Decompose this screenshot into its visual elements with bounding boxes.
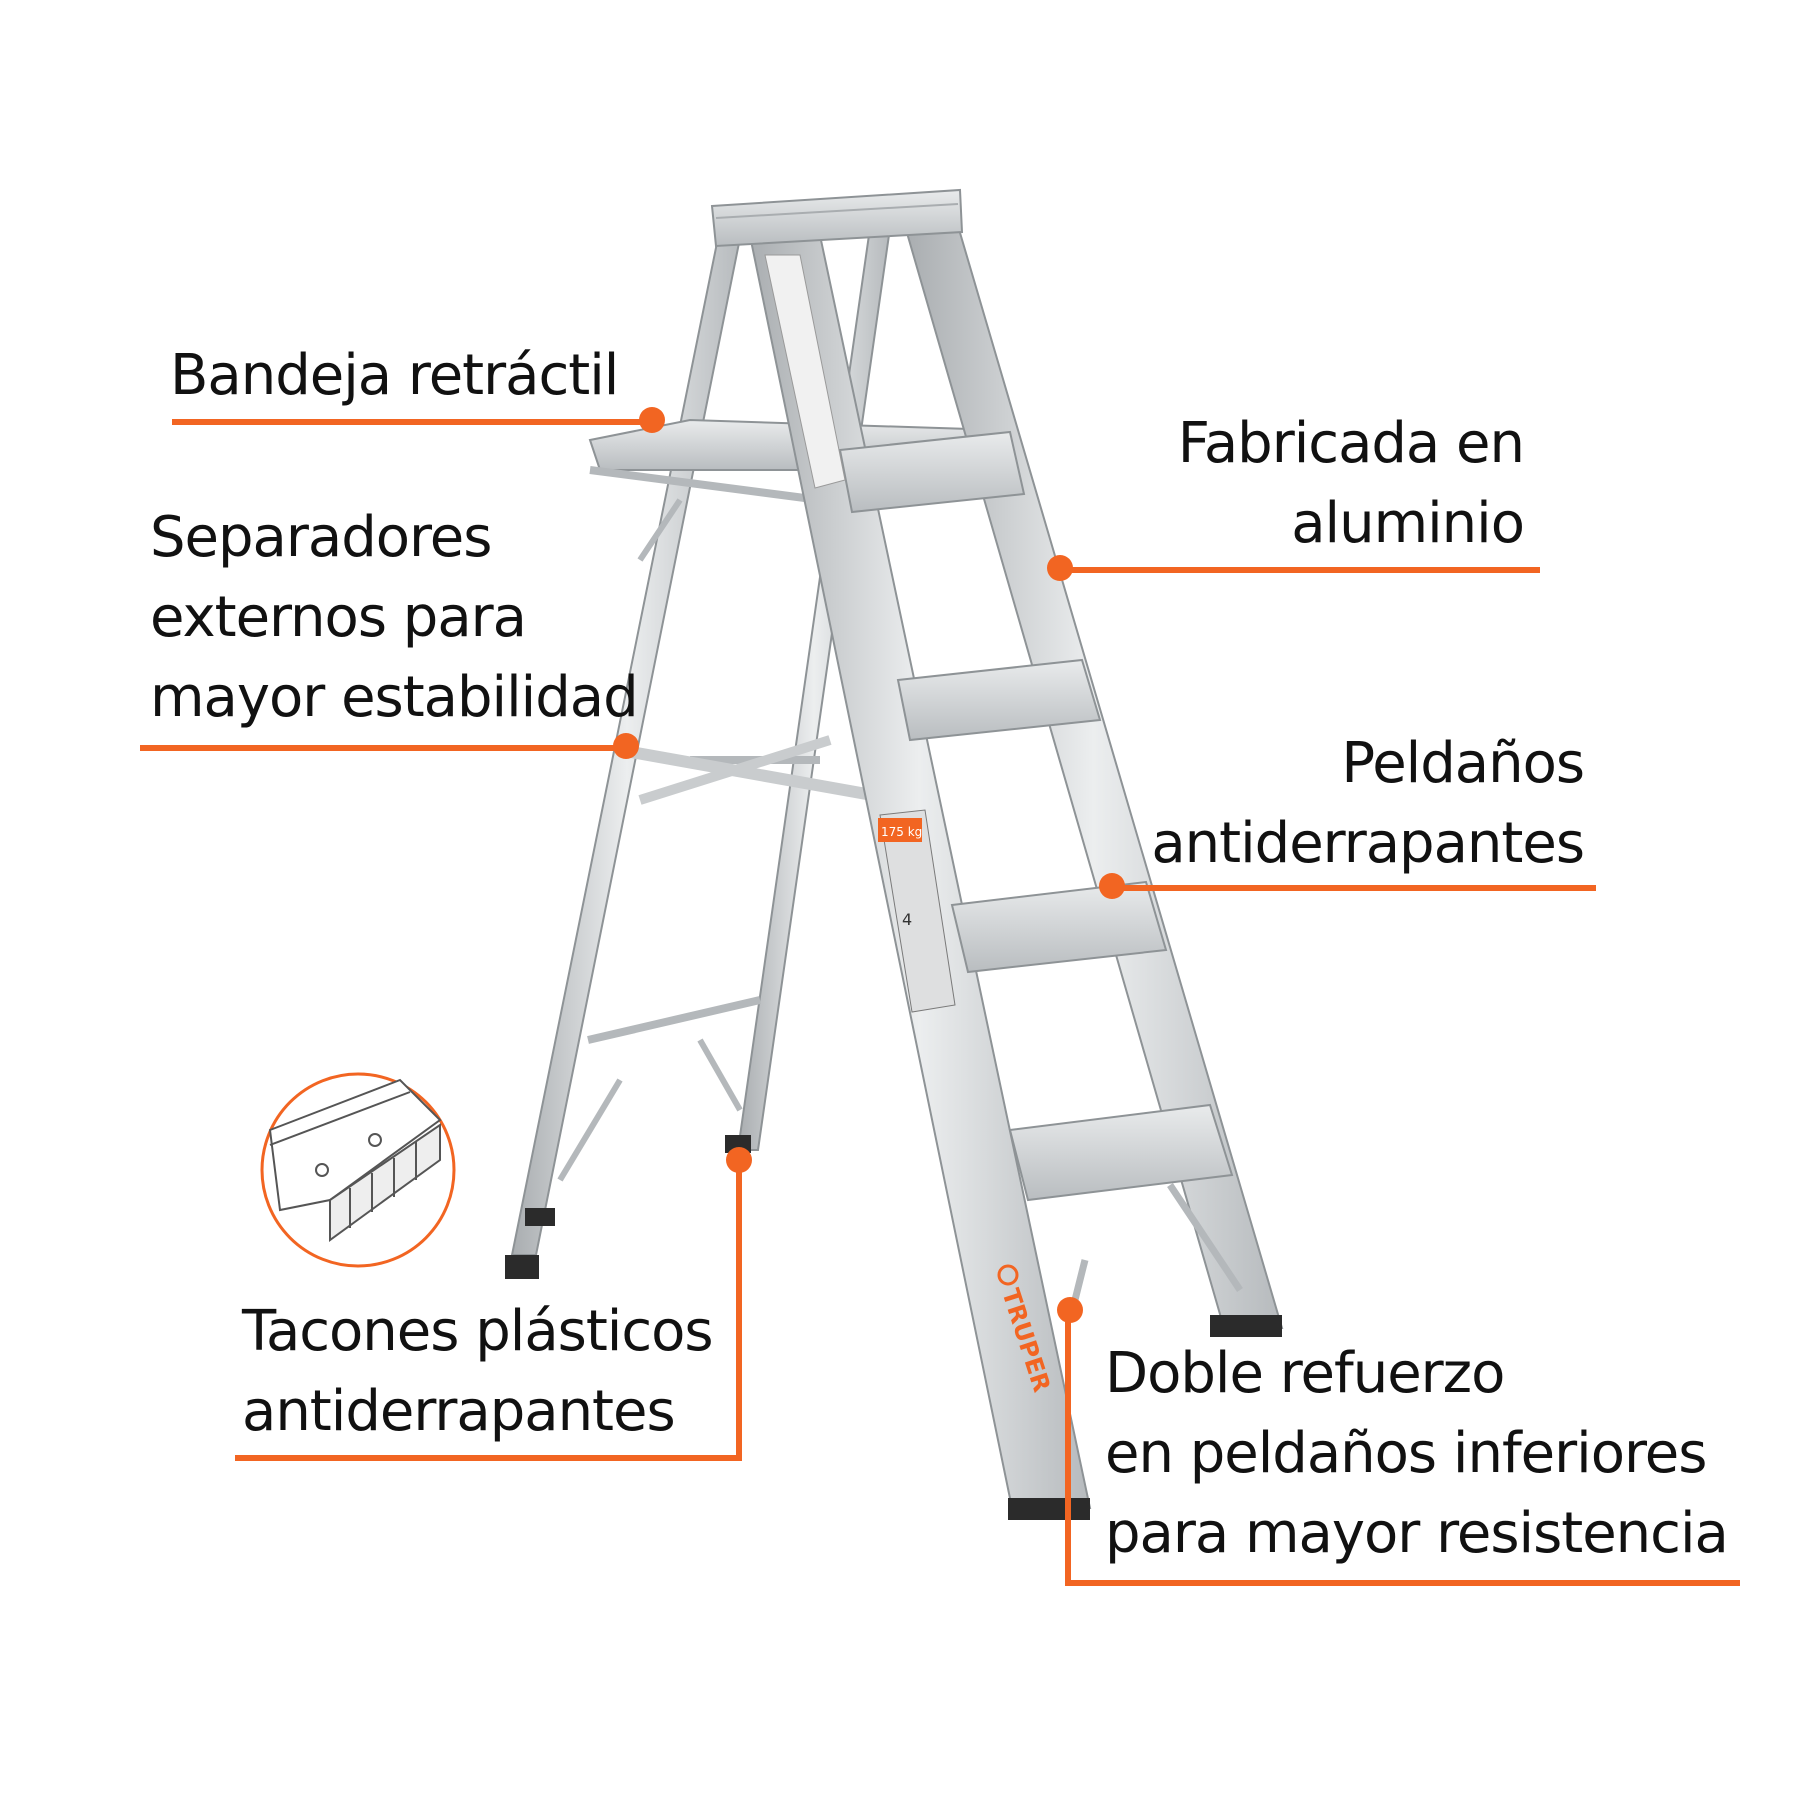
callout-tacones: Tacones plásticos antiderrapantes bbox=[242, 1292, 714, 1452]
callout-separadores-line-2: externos para bbox=[150, 585, 527, 650]
callout-refuerzo: Doble refuerzo en peldaños inferiores pa… bbox=[1105, 1334, 1729, 1574]
top-cap bbox=[710, 188, 964, 248]
leader-bandeja bbox=[172, 407, 665, 433]
callout-separadores-line-3: mayor estabilidad bbox=[150, 665, 639, 730]
callout-aluminio-line-2: aluminio bbox=[1291, 491, 1525, 556]
callout-peldanos: Peldaños antiderrapantes bbox=[1151, 724, 1585, 884]
callout-bandeja-line-1: Bandeja retráctil bbox=[170, 343, 619, 408]
leader-tacones bbox=[235, 1147, 752, 1461]
callout-aluminio: Fabricada en aluminio bbox=[1177, 404, 1525, 564]
callout-aluminio-line-1: Fabricada en bbox=[1177, 411, 1525, 476]
callout-refuerzo-line-1: Doble refuerzo bbox=[1105, 1341, 1505, 1406]
instruction-label: 175 kg 4 bbox=[764, 254, 956, 1013]
callout-peldanos-line-1: Peldaños bbox=[1341, 731, 1585, 796]
ladder-foot-icon bbox=[260, 1072, 456, 1268]
callout-bandeja: Bandeja retráctil bbox=[170, 336, 619, 416]
leader-peldanos bbox=[1099, 873, 1596, 899]
leader-aluminio bbox=[1047, 555, 1540, 581]
callout-peldanos-line-2: antiderrapantes bbox=[1151, 811, 1585, 876]
callout-refuerzo-line-3: para mayor resistencia bbox=[1105, 1501, 1729, 1566]
leader-refuerzo bbox=[1057, 1297, 1740, 1586]
callout-tacones-line-1: Tacones plásticos bbox=[242, 1299, 714, 1364]
load-rating-badge bbox=[878, 818, 922, 842]
callout-refuerzo-line-2: en peldaños inferiores bbox=[1105, 1421, 1707, 1486]
leader-separadores bbox=[140, 733, 639, 759]
ladder-steps bbox=[838, 430, 1282, 1520]
load-rating-text: 175 kg bbox=[881, 825, 922, 839]
size-text: 4 bbox=[902, 910, 912, 929]
callout-leaders bbox=[140, 407, 1740, 1586]
spreader-brace bbox=[618, 735, 902, 806]
callout-separadores: Separadores externos para mayor estabili… bbox=[150, 498, 639, 738]
callout-separadores-line-1: Separadores bbox=[150, 505, 492, 570]
callout-tacones-line-2: antiderrapantes bbox=[242, 1379, 676, 1444]
